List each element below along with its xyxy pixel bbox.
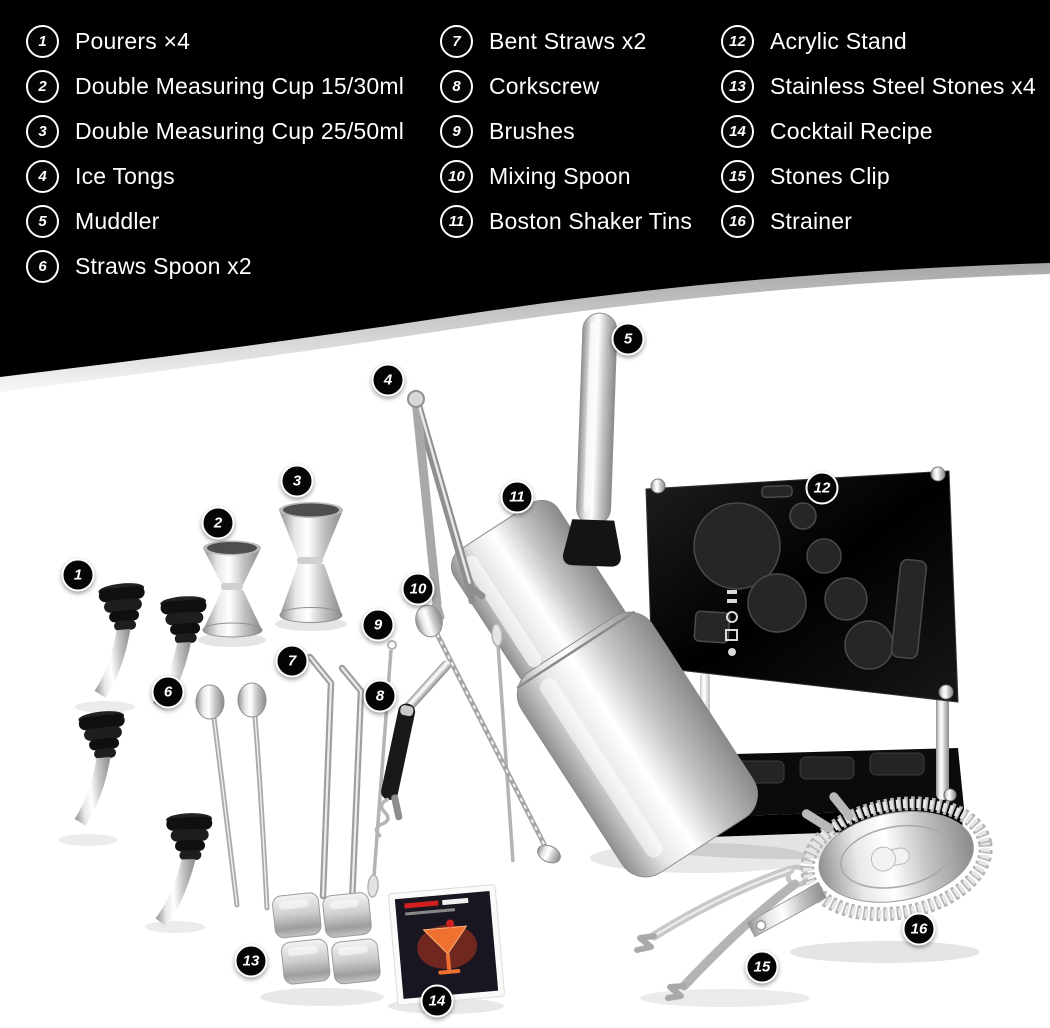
- callout-badge-11: 11: [500, 480, 534, 514]
- callout-badge-13: 13: [234, 944, 268, 978]
- stones-clip-illustration: [634, 864, 809, 1001]
- callout-badge-12: 12: [805, 471, 839, 505]
- recipe-book-illustration: [388, 884, 505, 1006]
- legend-item-acrylic-stand: 12 Acrylic Stand: [721, 19, 1036, 64]
- legend-item-label: Acrylic Stand: [770, 28, 907, 54]
- pourers-illustration: [74, 583, 213, 927]
- straw-spoons-illustration: [195, 682, 270, 911]
- legend-item-label: Mixing Spoon: [489, 163, 631, 189]
- legend-item-boston-shaker: 11 Boston Shaker Tins: [440, 199, 692, 244]
- legend-item-label: Pourers ×4: [75, 28, 191, 54]
- legend-number-badge: 14: [721, 115, 754, 148]
- legend-item-label: Stones Clip: [770, 163, 890, 189]
- callout-badge-3: 3: [280, 464, 314, 498]
- mixing-spoon-illustration: [415, 604, 561, 864]
- legend-number-badge: 4: [26, 160, 59, 193]
- legend-number-badge: 3: [26, 115, 59, 148]
- legend-item-label: Stainless Steel Stones x4: [770, 73, 1036, 99]
- legend-item-label: Ice Tongs: [75, 163, 175, 189]
- callout-badge-14: 14: [420, 984, 454, 1018]
- legend-number-badge: 11: [440, 205, 473, 238]
- legend-number-badge: 13: [721, 70, 754, 103]
- legend-item-muddler: 5 Muddler: [26, 199, 404, 244]
- legend-item-label: Brushes: [489, 118, 575, 144]
- callout-badge-2: 2: [201, 506, 235, 540]
- legend-item-label: Muddler: [75, 208, 160, 234]
- legend-number-badge: 7: [440, 25, 473, 58]
- ice-tongs-illustration: [407, 390, 486, 621]
- measuring-cup-large-illustration: [279, 502, 343, 623]
- legend-item-label: Double Measuring Cup 25/50ml: [75, 118, 405, 144]
- legend-column-3: 12 Acrylic Stand 13 Stainless Steel Ston…: [721, 19, 1036, 244]
- legend-item-stones-clip: 15 Stones Clip: [721, 154, 1036, 199]
- legend-item-label: Cocktail Recipe: [770, 118, 933, 144]
- legend-item-ice-tongs: 4 Ice Tongs: [26, 154, 404, 199]
- callout-badge-6: 6: [151, 675, 185, 709]
- legend-number-badge: 10: [440, 160, 473, 193]
- legend-number-badge: 8: [440, 70, 473, 103]
- callout-badge-15: 15: [745, 950, 779, 984]
- legend-item-steel-stones: 13 Stainless Steel Stones x4: [721, 64, 1036, 109]
- legend-item-brushes: 9 Brushes: [440, 109, 692, 154]
- callout-badge-9: 9: [361, 608, 395, 642]
- legend-number-badge: 12: [721, 25, 754, 58]
- legend-item-measuring-cup-25-50: 3 Double Measuring Cup 25/50ml: [26, 109, 404, 154]
- legend-number-badge: 5: [26, 205, 59, 238]
- muddler-illustration: [562, 312, 621, 567]
- top-wave-band: [0, 0, 1050, 392]
- legend-number-badge: 2: [26, 70, 59, 103]
- measuring-cup-small-illustration: [202, 540, 263, 638]
- strainer-illustration: [746, 792, 993, 938]
- callout-badge-4: 4: [371, 363, 405, 397]
- legend-item-bent-straws: 7 Bent Straws x2: [440, 19, 692, 64]
- callout-badge-7: 7: [275, 644, 309, 678]
- callout-badge-16: 16: [902, 912, 936, 946]
- legend-number-badge: 6: [26, 250, 59, 283]
- legend-item-corkscrew: 8 Corkscrew: [440, 64, 692, 109]
- legend-column-2: 7 Bent Straws x2 8 Corkscrew 9 Brushes 1…: [440, 19, 692, 244]
- legend-item-cocktail-recipe: 14 Cocktail Recipe: [721, 109, 1036, 154]
- legend-item-strainer: 16 Strainer: [721, 199, 1036, 244]
- legend-number-badge: 9: [440, 115, 473, 148]
- steel-stones-illustration: [272, 892, 381, 985]
- legend-number-badge: 16: [721, 205, 754, 238]
- pourer-4: [155, 813, 213, 927]
- legend-number-badge: 15: [721, 160, 754, 193]
- legend-item-straws-spoon: 6 Straws Spoon x2: [26, 244, 404, 289]
- stand-logo-marks: [725, 590, 738, 656]
- legend-item-measuring-cup-15-30: 2 Double Measuring Cup 15/30ml: [26, 64, 404, 109]
- legend-item-label: Bent Straws x2: [489, 28, 647, 54]
- pourer-1: [94, 583, 145, 698]
- wave-black-shape: [0, 0, 1050, 377]
- legend-item-label: Straws Spoon x2: [75, 253, 252, 279]
- callout-badge-1: 1: [61, 558, 95, 592]
- legend-item-mixing-spoon: 10 Mixing Spoon: [440, 154, 692, 199]
- corkscrew-illustration: [374, 660, 452, 838]
- legend-item-label: Strainer: [770, 208, 853, 234]
- legend-item-label: Boston Shaker Tins: [489, 208, 693, 234]
- legend-item-label: Corkscrew: [489, 73, 600, 99]
- callout-badge-10: 10: [401, 572, 435, 606]
- legend-item-label: Double Measuring Cup 15/30ml: [75, 73, 405, 99]
- pourer-3: [74, 711, 125, 826]
- callout-badge-5: 5: [611, 322, 645, 356]
- legend-item-pourers: 1 Pourers ×4: [26, 19, 404, 64]
- legend-column-1: 1 Pourers ×4 2 Double Measuring Cup 15/3…: [26, 19, 404, 289]
- bent-straws-illustration: [306, 653, 365, 907]
- callout-badge-8: 8: [363, 679, 397, 713]
- legend-number-badge: 1: [26, 25, 59, 58]
